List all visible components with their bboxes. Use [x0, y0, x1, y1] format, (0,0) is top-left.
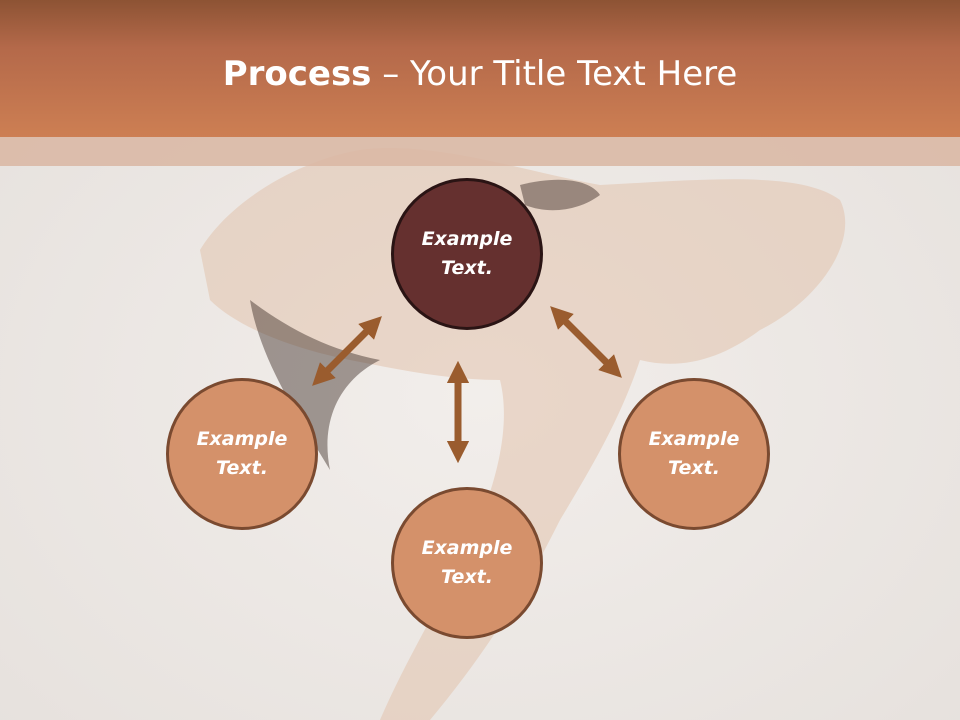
process-node-bottom: Example Text. [391, 487, 543, 639]
process-node-top: Example Text. [391, 178, 543, 330]
process-node-right: Example Text. [618, 378, 770, 530]
process-node-left-label: Example Text. [196, 428, 288, 479]
process-node-bottom-label: Example Text. [421, 537, 513, 588]
title-bar [0, 0, 960, 137]
slide-title: Process – Your Title Text Here [0, 52, 960, 96]
process-node-right-label: Example Text. [648, 428, 740, 479]
double-arrow-icon [550, 306, 622, 378]
double-arrow-icon [312, 316, 382, 386]
process-node-top-label: Example Text. [421, 228, 513, 279]
process-node-left: Example Text. [166, 378, 318, 530]
title-bold-text: Process [222, 54, 372, 94]
title-accent-band [0, 137, 960, 166]
title-regular-text: – Your Title Text Here [371, 54, 738, 94]
